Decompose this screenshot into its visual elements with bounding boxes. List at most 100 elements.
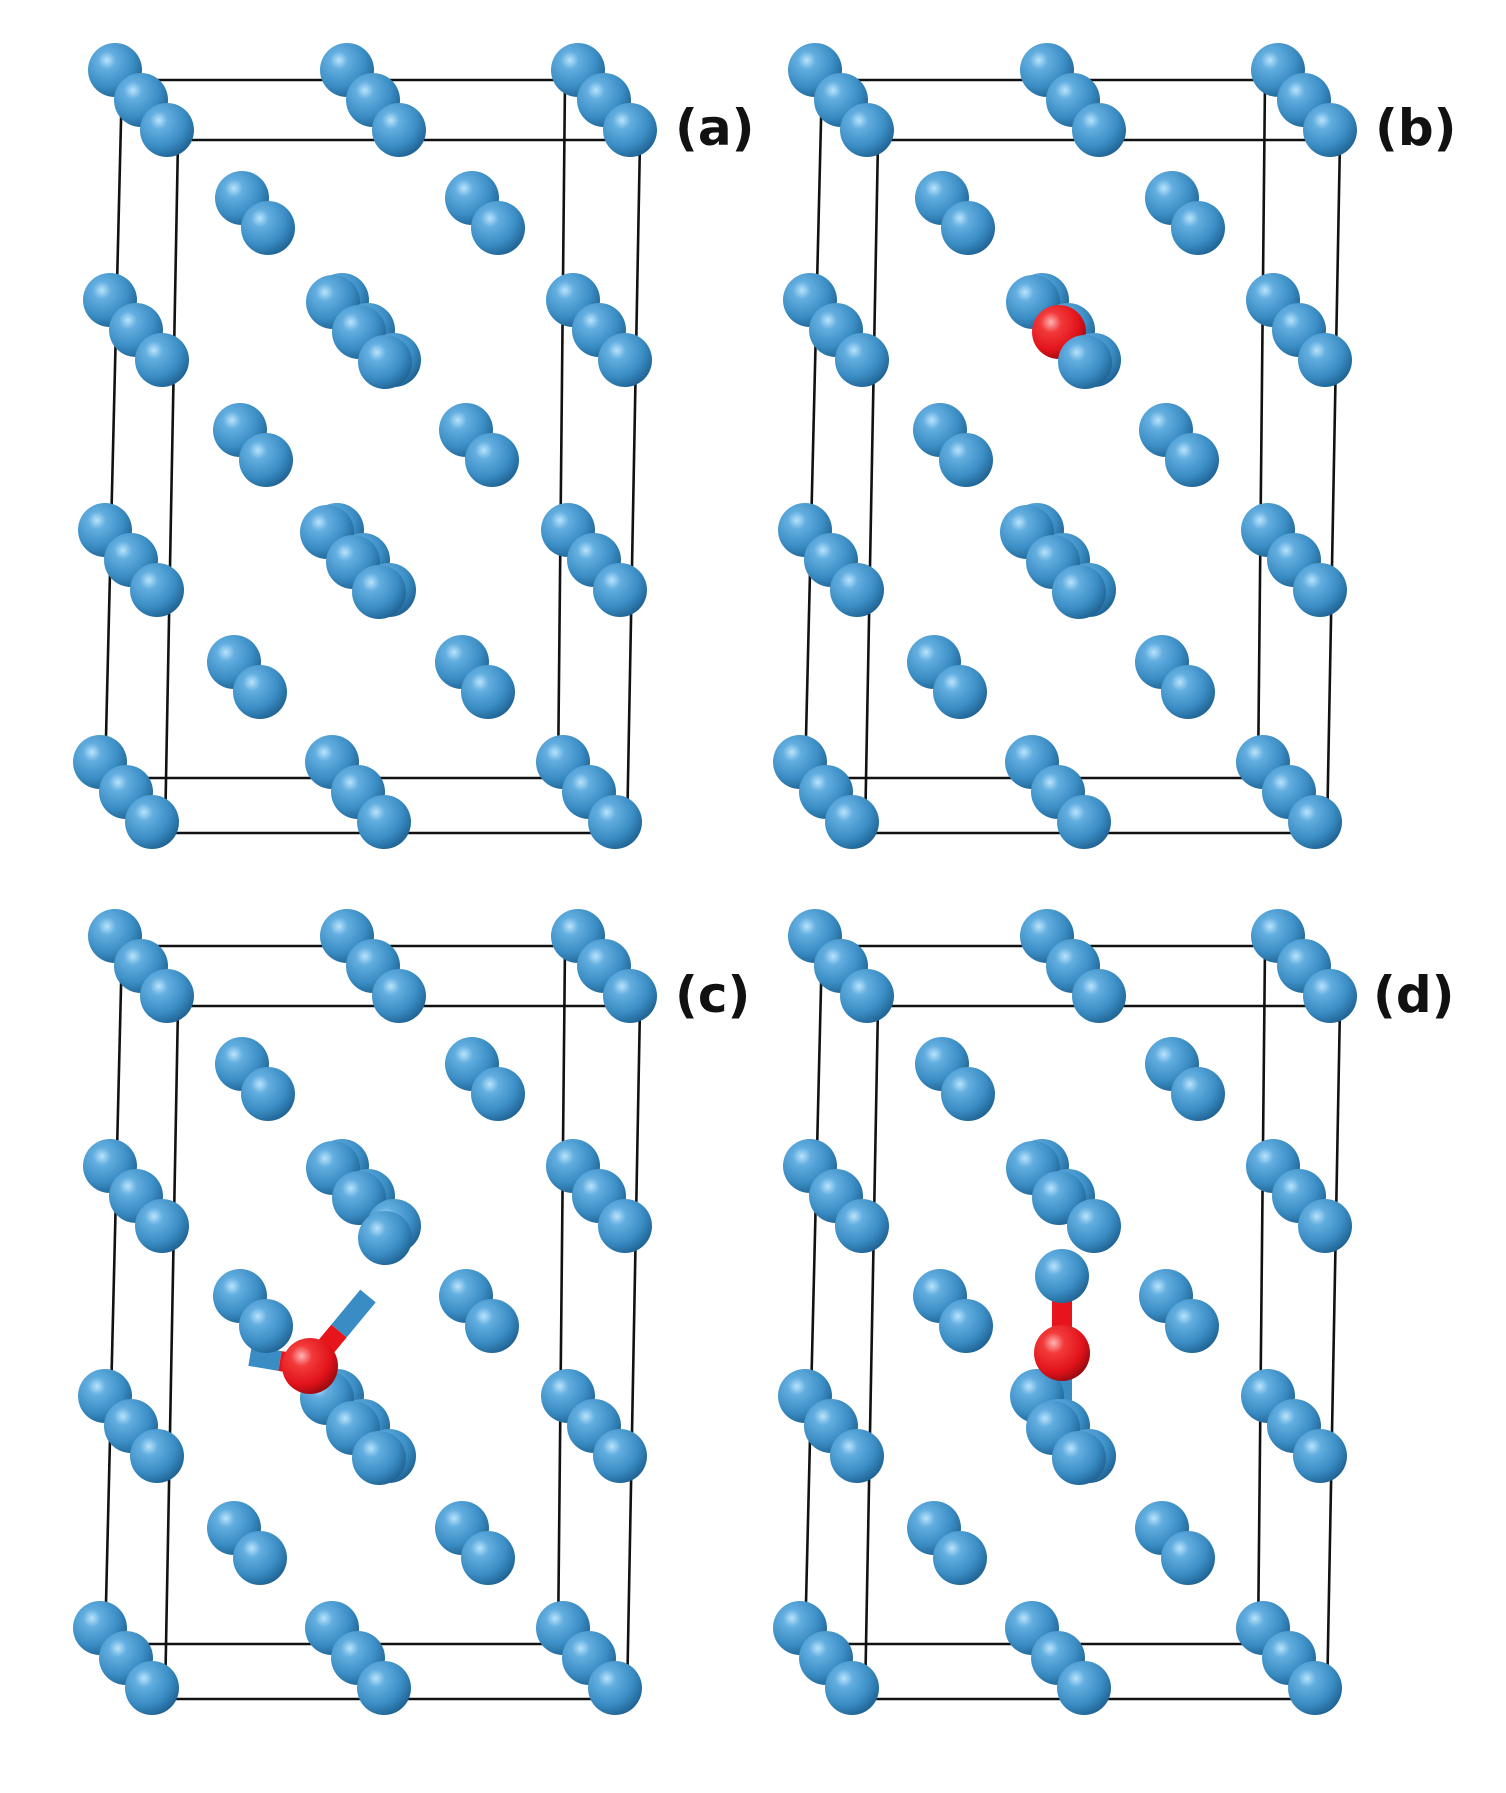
cell-edge [163,139,180,834]
host-atom [461,665,515,719]
host-atom [588,1661,642,1715]
host-atom [233,665,287,719]
host-atom [1067,1199,1121,1253]
panel-b [773,43,1357,849]
cell-edge [556,945,567,1645]
panel-c [73,909,657,1715]
host-atom [593,563,647,617]
cell-edge [1325,1005,1342,1700]
bond-blue-segment [331,1289,376,1338]
cell-edge [625,139,642,834]
host-atom [1161,665,1215,719]
cell-edge [803,79,824,779]
host-atom [598,333,652,387]
host-atom [933,1531,987,1585]
panel-a [73,43,657,849]
interstitial-impurity-atom [282,1338,338,1394]
cell-edge [103,945,124,1645]
host-atom [465,433,519,487]
host-atom [357,795,411,849]
host-atom [830,563,884,617]
bond-blue-segment [248,1346,282,1371]
panel-label-b: (b) [1375,99,1457,157]
host-atom [471,1067,525,1121]
host-atom [1298,333,1352,387]
host-atom [941,1067,995,1121]
cell-edge [1256,945,1267,1645]
host-atom [358,1211,412,1265]
host-atom [352,565,406,619]
host-atom [1035,1249,1089,1303]
host-atom [125,1661,179,1715]
host-atom [1057,1661,1111,1715]
host-atom [840,103,894,157]
host-atom [1288,1661,1342,1715]
host-atom [835,1199,889,1253]
host-atom [140,969,194,1023]
cell-edge [863,139,880,834]
host-atom [239,433,293,487]
host-atom [1165,433,1219,487]
host-atom [840,969,894,1023]
cell-edge [803,945,824,1645]
host-atom [1161,1531,1215,1585]
host-atom [125,795,179,849]
host-atom [358,335,412,389]
host-atom [135,333,189,387]
host-atom [825,795,879,849]
host-atom [603,969,657,1023]
host-atom [939,433,993,487]
host-atom [1171,1067,1225,1121]
host-atom [140,103,194,157]
host-atom [1072,969,1126,1023]
panel-label-c: (c) [675,966,750,1024]
host-atom [461,1531,515,1585]
host-atom [941,201,995,255]
cell-edge [103,79,124,779]
host-atom [233,1531,287,1585]
cell-edge [1325,139,1342,834]
host-atom [135,1199,189,1253]
unit-cell-edges [803,78,1342,835]
host-atom [830,1429,884,1483]
host-atom [1293,563,1347,617]
host-atom [1057,795,1111,849]
host-atom [1165,1299,1219,1353]
host-atom [130,563,184,617]
host-atom [352,1431,406,1485]
host-atom [372,103,426,157]
host-atom [1171,201,1225,255]
host-atom [1288,795,1342,849]
host-atom [1052,565,1106,619]
host-atom [465,1299,519,1353]
host-atom [1058,335,1112,389]
host-atom [593,1429,647,1483]
host-atom [603,103,657,157]
host-atom [1293,1429,1347,1483]
panel-label-d: (d) [1373,966,1455,1024]
host-atom [130,1429,184,1483]
host-atom [372,969,426,1023]
panel-label-a: (a) [675,99,754,157]
cell-edge [625,1005,642,1700]
host-atom [1052,1431,1106,1485]
cell-edge [863,1005,880,1700]
unit-cell-edges [803,944,1342,1701]
host-atom [1298,1199,1352,1253]
host-atom [1303,969,1357,1023]
host-atom [239,1299,293,1353]
cell-edge [556,79,567,779]
unit-cell-edges [103,944,642,1701]
host-atom [939,1299,993,1353]
interstitial-impurity-atom [1034,1325,1090,1381]
host-atom [835,333,889,387]
cell-edge [163,1005,180,1700]
host-atom [825,1661,879,1715]
host-atom [1072,103,1126,157]
host-atom [241,1067,295,1121]
host-atom [471,201,525,255]
host-atom [357,1661,411,1715]
host-atom [933,665,987,719]
host-atom [241,201,295,255]
